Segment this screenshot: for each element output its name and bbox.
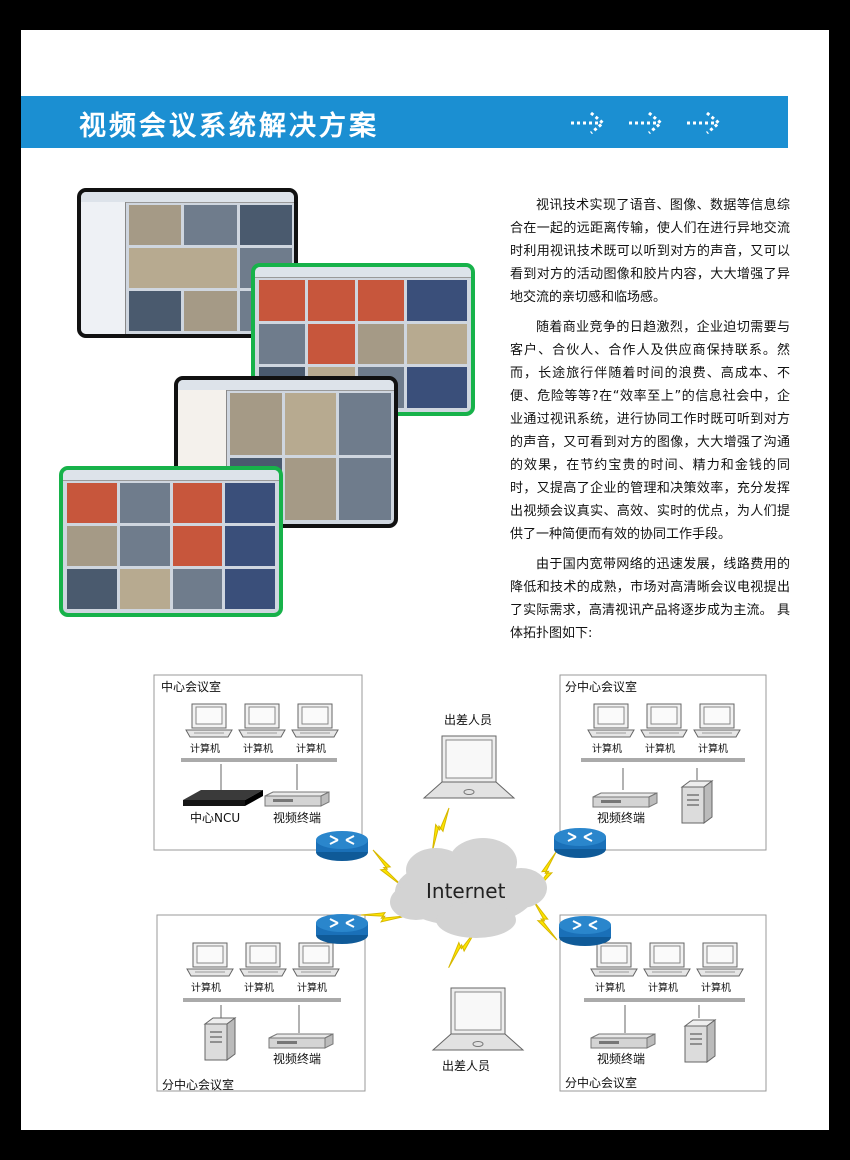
paragraph: 视讯技术实现了语音、图像、数据等信息综合在一起的远距离传输，使人们在进行异地交流… (510, 198, 790, 305)
center-room-box (153, 674, 363, 851)
computer-label: 计算机 (244, 983, 274, 994)
terminal-label: 视频终端 (273, 1052, 322, 1066)
branch-room-title: 分中心会议室 (565, 1076, 638, 1090)
branch-room-title: 分中心会议室 (162, 1078, 235, 1092)
traveler-label: 出差人员 (442, 1059, 491, 1073)
computer-label: 计算机 (648, 983, 678, 994)
router-icon (558, 915, 612, 947)
computer-label: 计算机 (701, 983, 731, 994)
computer-label: 计算机 (296, 744, 326, 755)
computer-label: 计算机 (190, 744, 220, 755)
traveler-label: 出差人员 (444, 713, 493, 727)
laptop-icon (423, 735, 515, 799)
center-room-title: 中心会议室 (161, 680, 222, 694)
laptop-icon (432, 987, 524, 1051)
computer-label: 计算机 (243, 744, 273, 755)
router-icon (315, 830, 369, 862)
computer-label: 计算机 (297, 983, 327, 994)
computer-label: 计算机 (191, 983, 221, 994)
terminal-label: 视频终端 (597, 1052, 646, 1066)
paragraph: 由于国内宽带网络的迅速发展，线路费用的降低和技术的成熟，市场对高清晰会议电视提出… (510, 557, 790, 641)
intro-text: 视讯技术实现了语音、图像、数据等信息综合在一起的远距离传输，使人们在进行异地交流… (510, 194, 790, 652)
computer-label: 计算机 (592, 744, 622, 755)
internet-cloud-icon (390, 838, 547, 938)
terminal-label: 视频终端 (597, 811, 646, 825)
computer-label: 计算机 (698, 744, 728, 755)
branch-room-top-box (559, 674, 767, 851)
screenshot-3 (174, 376, 398, 528)
ncu-label: 中心NCU (190, 811, 241, 825)
router-icon (553, 827, 607, 859)
page-title: 视频会议系统解决方案 (79, 111, 379, 142)
internet-label: Internet (426, 879, 506, 903)
screenshot-4 (59, 466, 283, 617)
branch-room-title: 分中心会议室 (565, 680, 638, 694)
paragraph: 随着商业竞争的日趋激烈，企业迫切需要与客户、合伙人、合作人及供应商保持联系。然而… (510, 320, 790, 542)
title-banner: 视频会议系统解决方案 (21, 96, 788, 148)
brochure-page: 视频会议系统解决方案 (21, 30, 829, 1130)
terminal-label: 视频终端 (273, 811, 322, 825)
network-topology-diagram (153, 674, 767, 1092)
arrow-decoration-icon (571, 111, 722, 135)
router-icon (315, 913, 369, 945)
computer-label: 计算机 (595, 983, 625, 994)
computer-label: 计算机 (645, 744, 675, 755)
